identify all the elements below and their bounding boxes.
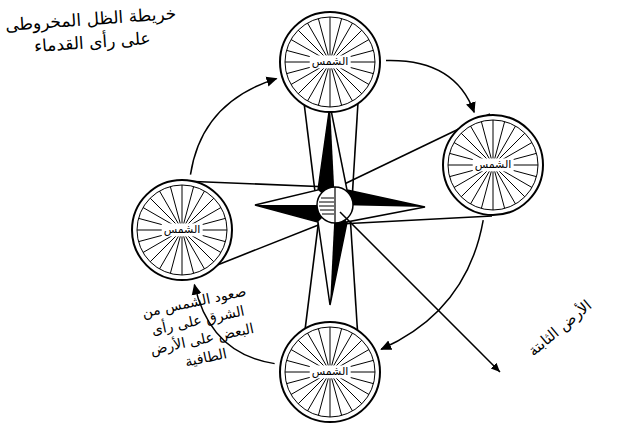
- orbit-arrow: [190, 79, 276, 175]
- wheel-circle: الشمس: [278, 320, 382, 424]
- wheel-label: الشمس: [473, 158, 514, 171]
- wheel-circle: الشمس: [278, 10, 382, 114]
- wheel-circle: الشمس: [441, 113, 545, 217]
- wheel-label: الشمس: [310, 365, 351, 378]
- orbit-arrow: [381, 220, 483, 349]
- wheel-label: الشمس: [310, 55, 351, 68]
- wheel-circle: الشمس: [130, 178, 234, 282]
- orbit-arrow: [386, 60, 474, 112]
- compass-star: [255, 105, 425, 305]
- handwritten-note: خريطة الظل المخروطى على رأى القدماء: [3, 2, 181, 60]
- wheel-label: الشمس: [162, 223, 203, 236]
- earth-circle: [317, 187, 353, 223]
- handwritten-note: الأرض الثابتة: [511, 285, 608, 371]
- handwritten-note: صعود الشمس من الشرق على رأى البعض على ال…: [133, 280, 266, 379]
